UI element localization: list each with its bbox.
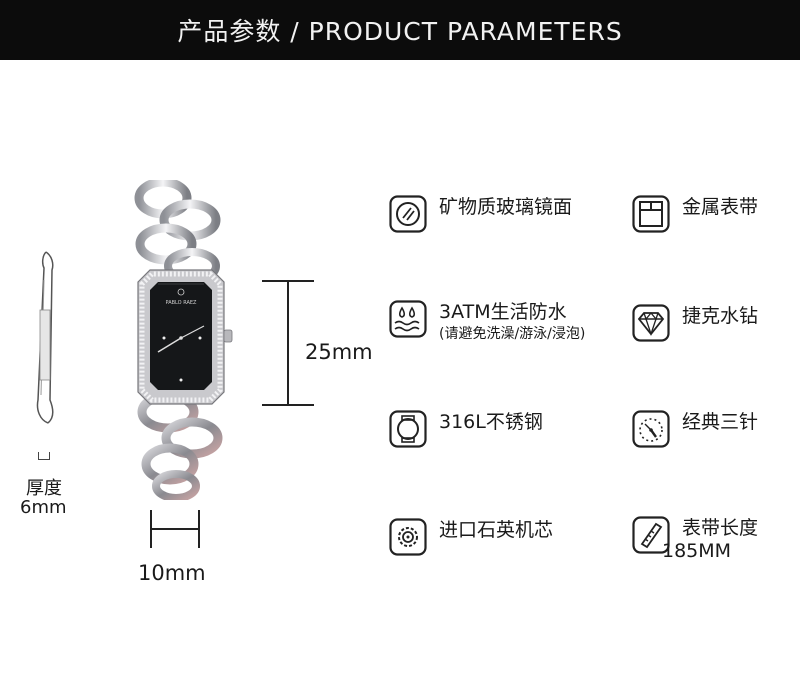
feature-label: 进口石英机芯 <box>439 519 554 541</box>
feature-label: 316L不锈钢 <box>439 411 543 433</box>
feature-sublabel: (请避免洗澡/游泳/浸泡) <box>439 326 586 342</box>
feature-strap-length: 表带长度 185MM <box>632 516 758 562</box>
feature-three-hands: 经典三针 <box>632 410 758 448</box>
thickness-value: 6mm <box>20 497 67 518</box>
height-value: 25mm <box>305 340 373 364</box>
feature-label: 金属表带 <box>682 196 759 218</box>
mirror-icon <box>389 195 427 233</box>
feature-label: 矿物质玻璃镜面 <box>439 196 573 218</box>
feature-metal-strap: 金属表带 <box>632 195 758 233</box>
header-bar: 产品参数 / PRODUCT PARAMETERS <box>0 0 800 60</box>
three-hands-icon <box>632 410 670 448</box>
feature-steel-case: 316L不锈钢 <box>389 410 543 448</box>
feature-mineral-glass: 矿物质玻璃镜面 <box>389 195 572 233</box>
diamond-icon <box>632 304 670 342</box>
feature-water-resistant: 3ATM生活防水 (请避免洗澡/游泳/浸泡) <box>389 300 585 344</box>
feature-czech-crystal: 捷克水钻 <box>632 304 758 342</box>
water-resistant-icon <box>389 300 427 338</box>
height-dimension-mark <box>262 280 314 406</box>
page-title: 产品参数 / PRODUCT PARAMETERS <box>177 17 623 46</box>
thickness-dimension-mark <box>38 452 50 460</box>
steel-case-icon <box>389 410 427 448</box>
width-value: 10mm <box>138 561 206 585</box>
feature-label: 捷克水钻 <box>682 305 759 327</box>
width-dimension-mark <box>150 510 200 548</box>
feature-label: 3ATM生活防水 <box>439 301 567 323</box>
feature-label: 表带长度 <box>682 517 759 539</box>
thickness-label: 厚度 <box>26 478 62 499</box>
watch-front-image: PABLO RAEZ <box>134 180 233 500</box>
feature-label: 经典三针 <box>682 411 759 433</box>
feature-value: 185MM <box>662 540 732 562</box>
strap-length-icon <box>632 516 670 554</box>
watch-side-profile-image <box>36 251 54 424</box>
feature-quartz-movement: 进口石英机芯 <box>389 518 553 556</box>
quartz-movement-icon <box>389 518 427 556</box>
metal-strap-icon <box>632 195 670 233</box>
dial-brand: PABLO RAEZ <box>166 300 198 306</box>
